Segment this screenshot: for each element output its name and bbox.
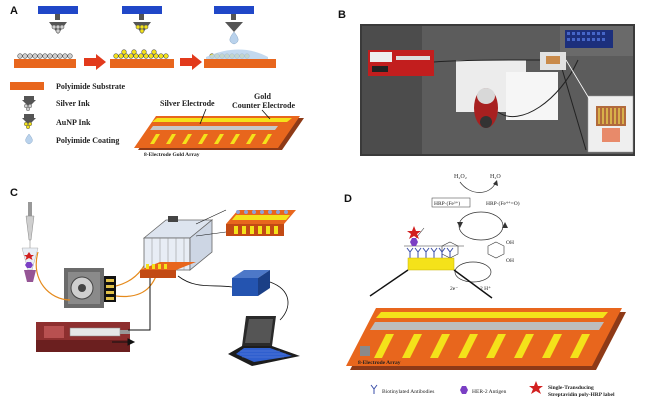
peristaltic-pump	[64, 268, 116, 308]
silver-ink-layer	[17, 53, 73, 59]
panel-a: A	[10, 5, 304, 158]
substrate-1	[14, 59, 76, 68]
array-substrate	[134, 116, 300, 148]
silver-electrode-label: Silver Electrode	[160, 99, 215, 108]
sample-card	[506, 72, 558, 120]
syringe-pump-photo	[368, 50, 434, 76]
coating-droplet-icon	[25, 133, 33, 145]
gold-electrode-block	[407, 257, 455, 271]
panel-b: B	[338, 9, 635, 156]
working-electrodes-d	[374, 334, 590, 358]
enzymatic-cycle: H₂O₂ H₂O HRP·(Fe³⁺) HRP·(Fe⁴⁺=O) OH OH 2…	[431, 174, 520, 292]
silver-electrode-strip	[150, 126, 278, 130]
printhead-2	[122, 6, 162, 14]
counter-electrode-strip	[152, 118, 292, 122]
potentiostat-cable	[177, 275, 233, 288]
two-e-label: 2e⁻	[450, 286, 458, 292]
reference-electrode-d	[370, 322, 604, 330]
chip-in-holder-photo	[540, 52, 566, 70]
hrp-star-icon	[24, 252, 34, 260]
gold-counter-label-1: Gold	[254, 92, 271, 101]
pipette-sample-icon	[21, 202, 39, 282]
gold-counter-label-2: Counter Electrode	[232, 101, 295, 110]
hrp-fe3-label: HRP·(Fe³⁺)	[434, 200, 460, 207]
working-electrodes	[150, 134, 272, 144]
substrate-3	[204, 59, 276, 68]
legend-antibody-text: Biotinylated Antibodies	[382, 389, 434, 395]
benzoquinone-ring	[487, 241, 505, 259]
hrp-star-icon	[529, 381, 543, 394]
silver-ink-dots-icon	[22, 96, 36, 112]
eight-electrode-array: 8-Electrode Array	[346, 308, 626, 370]
panel-d-legend: Biotinylated Antibodies HER-2 Antigen Si…	[370, 381, 615, 398]
gold-electrode-array: Silver Electrode Gold Counter Electrode …	[134, 92, 304, 158]
hrp-star-icon	[407, 226, 421, 239]
laptop-icon	[228, 316, 300, 366]
substrate-2	[110, 59, 174, 68]
sensor-surface-zoom	[369, 226, 493, 299]
printhead-1	[38, 6, 78, 14]
panel-a-label: A	[10, 5, 18, 17]
antibody-y-icon	[370, 384, 378, 394]
legend-coating-text: Polyimide Coating	[56, 136, 119, 145]
antibody-layer	[406, 247, 454, 258]
legend-aunp-text: AuNP Ink	[56, 118, 91, 127]
flow-cell-zoom	[195, 209, 296, 237]
eight-electrode-array-label: 8-Electrode Array	[358, 360, 401, 366]
hrp-fe4-label: HRP·(Fe⁴⁺=O)	[486, 200, 520, 207]
aunp-ink-drop	[135, 24, 149, 34]
oh-top-label: OH	[506, 240, 514, 246]
legend-substrate-text: Polyimide Substrate	[56, 82, 126, 91]
blue-pipette-rack	[565, 30, 613, 48]
peristaltic-pump-photo	[474, 88, 498, 128]
printhead-3	[214, 6, 254, 14]
arrow-right-icon	[180, 54, 202, 70]
antigen-hexagon-icon	[460, 386, 468, 394]
two-h-label: 2 H⁺	[480, 285, 491, 292]
h2o-label: H₂O	[490, 174, 501, 180]
legend-silver-text: Silver Ink	[56, 99, 90, 108]
polyimide-coating-layer	[206, 49, 268, 59]
panel-c-label: C	[10, 187, 18, 199]
panel-c: C	[10, 187, 300, 366]
legend-hrp-text-1: Single-Transducing	[548, 385, 594, 391]
oh-bottom-label: OH	[506, 258, 514, 264]
antigen-hexagon-icon	[25, 262, 33, 268]
potentiostat-box	[232, 270, 270, 296]
printing-step-2	[110, 6, 174, 68]
coating-droplet-icon	[229, 31, 239, 45]
aunp-ink-layer	[113, 49, 169, 59]
printing-step-3	[204, 6, 276, 68]
nozzle-3	[225, 22, 243, 32]
arrow-right-icon	[84, 54, 106, 70]
printing-step-1	[14, 6, 78, 68]
computer-cable	[269, 281, 289, 321]
silver-ink-drop	[51, 24, 65, 34]
legend-hrp-text-2: Streptavidin poly-HRP label	[548, 392, 615, 398]
gold-array-label: 8-Electrode Gold Array	[144, 152, 200, 158]
gold-pointer-line	[261, 109, 271, 120]
gold-nanoparticle-dots-icon	[22, 114, 36, 130]
flow-cell	[140, 216, 214, 278]
inset-electrode-photo	[587, 95, 634, 153]
hrp-fe3-box	[431, 197, 471, 208]
syringe-pump	[36, 322, 130, 352]
panel-d: D H₂O₂ H₂O HRP·(Fe³⁺) HRP·(Fe⁴⁺=O) OH OH…	[344, 174, 626, 398]
orange-substrate-icon	[10, 82, 44, 90]
panel-d-label: D	[344, 193, 352, 205]
h2o2-label: H₂O₂	[454, 174, 467, 180]
panel-a-legend: Polyimide Substrate Silver Ink AuNP Ink …	[10, 82, 126, 145]
counter-electrode-d	[376, 312, 608, 318]
panel-b-label: B	[338, 9, 346, 21]
silver-pointer-line	[199, 108, 207, 125]
antigen-hexagon-icon	[410, 238, 418, 246]
legend-antigen-text: HER-2 Antigen	[472, 389, 507, 395]
cable-lines	[433, 59, 587, 151]
